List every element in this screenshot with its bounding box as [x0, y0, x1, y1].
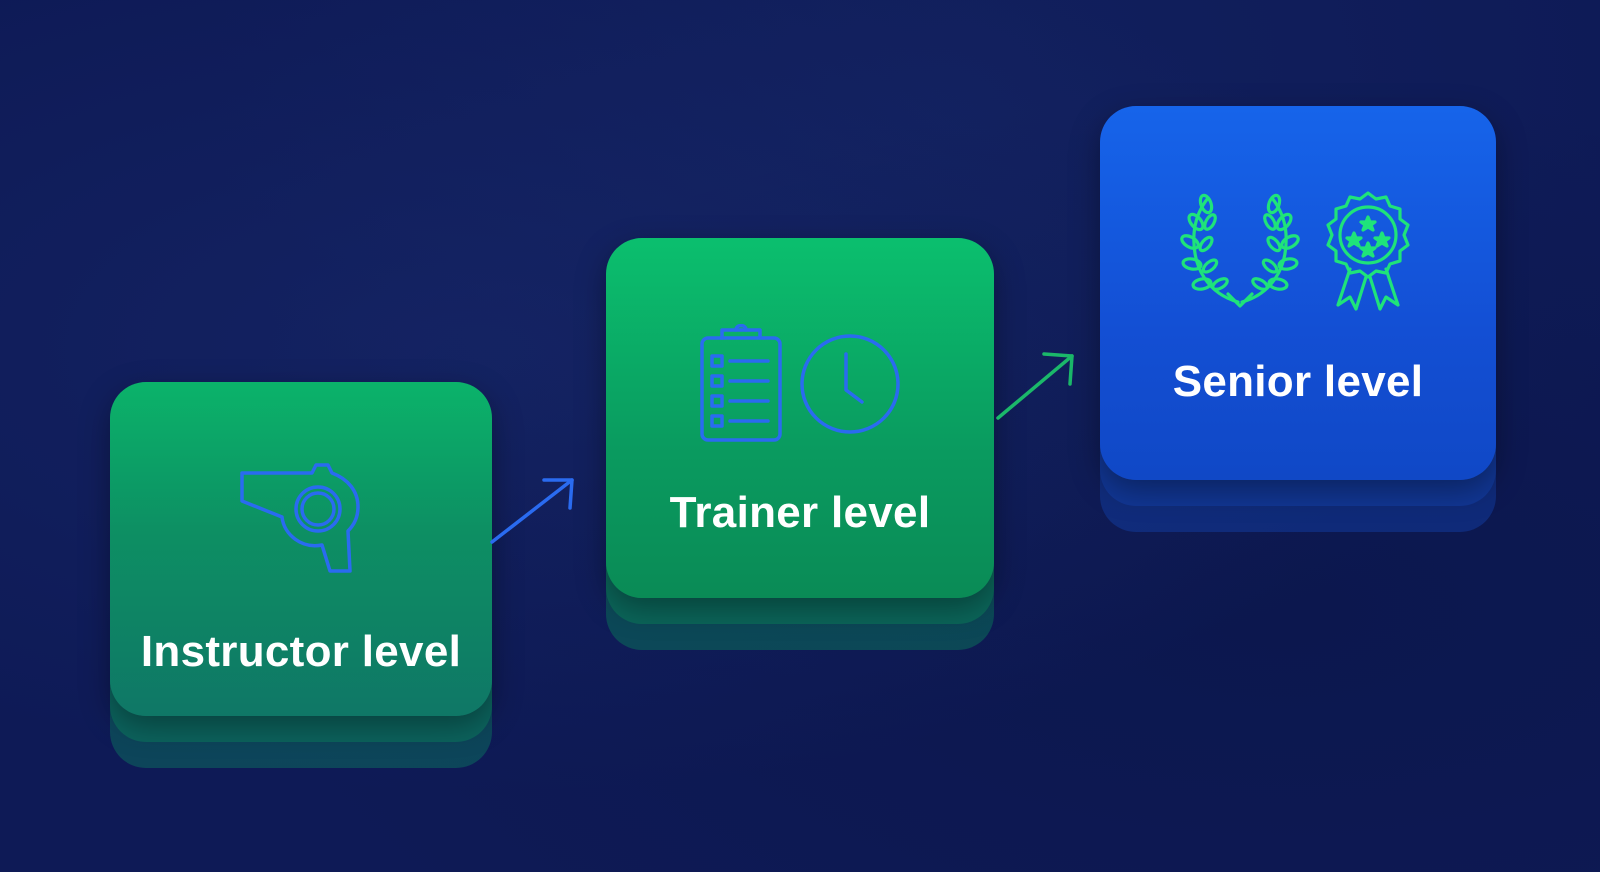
level-label: Instructor level — [140, 627, 462, 676]
clock-icon — [800, 334, 900, 434]
laurel-wreath-icon — [1180, 193, 1300, 308]
level-label: Senior level — [1172, 357, 1424, 406]
level-label: Trainer level — [669, 488, 931, 537]
card-face: Instructor level — [110, 382, 492, 716]
award-rosette-icon — [1326, 191, 1410, 311]
whistle-icon — [240, 463, 360, 573]
card-face: Senior level — [1100, 106, 1496, 480]
arrow-right-up-icon — [996, 352, 1074, 420]
card-face: Trainer level — [606, 238, 994, 598]
senior-level-card: Senior level — [1100, 106, 1496, 532]
arrow-right-up-icon — [490, 478, 574, 544]
clipboard-checklist-icon — [700, 324, 782, 442]
trainer-level-card: Trainer level — [606, 238, 994, 650]
instructor-level-card: Instructor level — [110, 382, 492, 768]
